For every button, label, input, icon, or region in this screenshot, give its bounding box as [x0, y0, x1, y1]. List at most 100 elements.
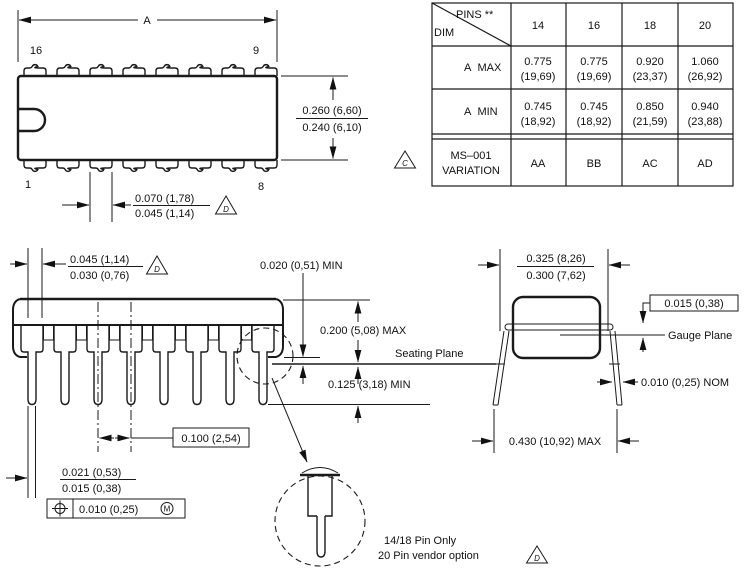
- row-label: A MIN: [464, 106, 498, 118]
- position-tolerance-value: 0.010 (0,25): [79, 504, 138, 516]
- mmc-modifier-icon: [160, 502, 174, 515]
- end-view: 0.325 (8,26) 0.300 (7,62) 0.015 (0,38) G…: [472, 249, 739, 453]
- revision-triangle-d: [214, 195, 238, 215]
- col-header-14: 14: [532, 20, 544, 32]
- package-body-top-view: [16, 74, 279, 162]
- package-body-end-view: [511, 295, 602, 360]
- revision-letter-c: C: [402, 159, 408, 168]
- top-view: 16 9 1 8 A 0.260 (6,60) 0.240 (6,10): [16, 10, 368, 222]
- col-header-18: 18: [644, 20, 656, 32]
- cell-mm: (18,92): [577, 116, 612, 128]
- variation-cell: AA: [531, 158, 546, 170]
- body-width-min: 0.240 (6,10): [302, 122, 361, 134]
- detail-view: 14/18 Pin Only 20 Pin vendor option D: [274, 467, 549, 567]
- magnified-lead: [307, 475, 333, 558]
- cell-inch: 0.940: [691, 101, 719, 113]
- lead-root-max: 0.070 (1,78): [135, 193, 194, 205]
- dim-lead-thickness: 0.010 (0,25) NOM: [597, 377, 729, 389]
- cell-inch: 0.920: [636, 56, 664, 68]
- dim-pitch: 0.100 (2,54): [97, 302, 250, 452]
- lead-width-min: 0.015 (0,38): [62, 483, 121, 495]
- pin-number-9: 9: [253, 45, 259, 57]
- dim-lead-length: 0.125 (3,18) MIN: [268, 366, 430, 423]
- table-row-variation: MS–001 VARIATION AA BB AC AD: [442, 150, 713, 177]
- cell-mm: (19,69): [521, 71, 556, 83]
- cell-mm: (23,37): [633, 71, 668, 83]
- pin-number-16: 16: [30, 45, 42, 57]
- col-header-16: 16: [588, 20, 600, 32]
- revision-triangle-d: [525, 545, 549, 564]
- table-row-a-min: A MIN 0.745 (18,92) 0.745 (18,92) 0.850 …: [464, 101, 722, 128]
- dim-lead-root: 0.070 (1,78) 0.045 (1,14) D: [62, 172, 238, 222]
- revision-triangle-d: [145, 255, 169, 275]
- top-view-leads: [23, 63, 278, 173]
- pin1-index-notch: [18, 107, 47, 133]
- cell-inch: 0.775: [524, 56, 552, 68]
- end-view-legs: [492, 330, 623, 406]
- variation-cell: BB: [587, 158, 602, 170]
- cell-mm: (23,88): [688, 116, 723, 128]
- cell-inch: 0.745: [580, 101, 608, 113]
- revision-letter-d: D: [534, 554, 540, 563]
- detail-note-line2: 20 Pin vendor option: [378, 550, 479, 562]
- dim-standoff: 0.020 (0,51) MIN: [260, 260, 343, 384]
- variation-label-1: MS–001: [451, 150, 492, 162]
- gauge-offset-value: 0.015 (0,38): [664, 298, 723, 310]
- lead-root-min: 0.045 (1,14): [135, 208, 194, 220]
- lead-length-value: 0.125 (3,18) MIN: [328, 379, 411, 391]
- body-width-max: 0.260 (6,60): [302, 105, 361, 117]
- revision-letter-d: D: [223, 205, 229, 214]
- detail-circle: [274, 475, 366, 567]
- dimension-table: PINS ** DIM 14 16 18 20 A MAX 0.775 (19,…: [393, 2, 734, 187]
- feature-control-frame: 0.010 (0,25) M: [46, 498, 186, 519]
- mmc-letter: M: [164, 505, 171, 514]
- far-row-leads: [43, 324, 252, 341]
- cell-inch: 0.745: [524, 101, 552, 113]
- row-label: A MAX: [464, 62, 502, 74]
- row-span-min: 0.300 (7,62): [526, 270, 585, 282]
- table-corner-dim: DIM: [434, 27, 454, 39]
- side-view: 0.045 (1,14) 0.030 (0,76) D 0.020 (0,51)…: [6, 248, 496, 519]
- dim-body-height: 0.200 (5,08) MAX: [283, 299, 407, 363]
- cell-mm: (21,59): [633, 116, 668, 128]
- side-view-leads: [20, 324, 275, 406]
- dim-row-span: 0.325 (8,26) 0.300 (7,62): [478, 249, 630, 331]
- body-right-end: [268, 298, 284, 358]
- pin-number-1: 1: [25, 179, 31, 191]
- pin-number-8: 8: [258, 181, 264, 193]
- cell-mm: (18,92): [521, 116, 556, 128]
- detail-leader-line: [271, 377, 308, 463]
- seating-plane-label: Seating Plane: [395, 348, 464, 360]
- cell-mm: (19,69): [577, 71, 612, 83]
- basic-dim-box: [172, 427, 250, 448]
- variation-cell: AD: [697, 158, 712, 170]
- dim-lead-width: 0.021 (0,53) 0.015 (0,38): [6, 406, 136, 498]
- overall-width-value: 0.430 (10,92) MAX: [509, 436, 602, 448]
- lead-thickness-value: 0.010 (0,25) NOM: [641, 377, 729, 389]
- cell-inch: 0.850: [636, 101, 664, 113]
- variation-cell: AC: [642, 158, 657, 170]
- dim-a-label: A: [143, 15, 151, 27]
- pitch-value: 0.100 (2,54): [181, 433, 240, 445]
- gauge-plane-label: Gauge Plane: [668, 330, 732, 342]
- variation-label-2: VARIATION: [442, 165, 500, 177]
- dim-a: A: [17, 10, 278, 62]
- body-edge-arc: [301, 467, 339, 474]
- end-lead-max: 0.045 (1,14): [70, 254, 129, 266]
- revision-triangle-c: [393, 150, 417, 169]
- body-left-end: [12, 298, 27, 358]
- dim-gauge-plane: 0.015 (0,38) Gauge Plane: [560, 294, 739, 352]
- dim-overall-width: 0.430 (10,92) MAX: [472, 409, 639, 453]
- row-span-max: 0.325 (8,26): [526, 253, 585, 265]
- end-lead-min: 0.030 (0,76): [70, 270, 129, 282]
- cell-inch: 0.775: [580, 56, 608, 68]
- col-header-20: 20: [699, 20, 711, 32]
- revision-letter-d: D: [154, 265, 160, 274]
- body-height-value: 0.200 (5,08) MAX: [320, 325, 407, 337]
- lead-width-max: 0.021 (0,53): [62, 467, 121, 479]
- detail-reference-circle: [236, 327, 294, 385]
- detail-note-line1: 14/18 Pin Only: [384, 535, 457, 547]
- lead-shoulder-bar: [504, 323, 614, 331]
